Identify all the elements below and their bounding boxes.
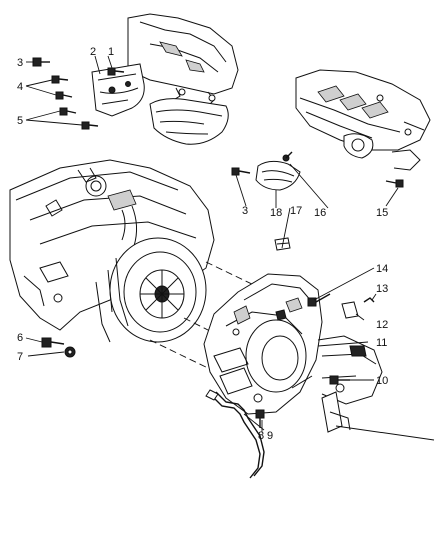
callout-14: 14 — [376, 263, 388, 275]
callout-2: 2 — [90, 46, 96, 58]
callout-3-right: 3 — [242, 205, 248, 217]
bolt-8 — [255, 409, 265, 428]
bolt-5-upper — [59, 107, 77, 116]
upper-engine-block — [127, 13, 239, 109]
callout-6: 6 — [17, 332, 23, 344]
bolt-5-lower — [81, 121, 99, 130]
flywheel — [95, 237, 207, 343]
upper-dust-cover — [149, 98, 229, 145]
callout-7: 7 — [17, 351, 23, 363]
callout-17: 17 — [290, 205, 302, 217]
dipstick-tube — [205, 389, 265, 479]
bolt-3-right — [231, 167, 251, 176]
bolt-4-upper — [51, 75, 69, 84]
bolt-15 — [385, 179, 404, 188]
bolt-4-lower — [55, 91, 73, 100]
clip — [363, 297, 375, 303]
bolt-6 — [41, 337, 65, 348]
right-engine-assembly — [295, 69, 431, 171]
transmission-case — [317, 335, 383, 405]
callout-18: 18 — [270, 207, 282, 219]
callout-8: 8 — [258, 430, 264, 442]
callout-labels: 1 2 3 3 4 5 6 7 8 9 10 11 12 13 14 15 16… — [17, 46, 388, 442]
callout-9: 9 — [267, 430, 273, 442]
small-cover — [255, 151, 301, 191]
callout-10: 10 — [376, 375, 388, 387]
callout-4: 4 — [17, 81, 23, 93]
callout-5: 5 — [17, 115, 23, 127]
bolt-10 — [329, 375, 350, 385]
callout-3-upper: 3 — [17, 57, 23, 69]
callout-15: 15 — [376, 207, 388, 219]
leader-lines — [25, 55, 399, 432]
callout-13: 13 — [376, 283, 388, 295]
washer-7 — [64, 346, 76, 358]
callout-12: 12 — [376, 319, 388, 331]
callout-11: 11 — [376, 337, 387, 349]
shield-plate — [341, 301, 359, 319]
callout-1: 1 — [108, 46, 114, 58]
bracket — [321, 391, 435, 441]
inspection-cover — [91, 63, 145, 117]
bell-housing — [203, 273, 323, 415]
callout-16: 16 — [314, 207, 326, 219]
bolt-3-upper — [32, 57, 50, 67]
bolt-1 — [107, 67, 125, 76]
bolt-14 — [307, 293, 331, 307]
